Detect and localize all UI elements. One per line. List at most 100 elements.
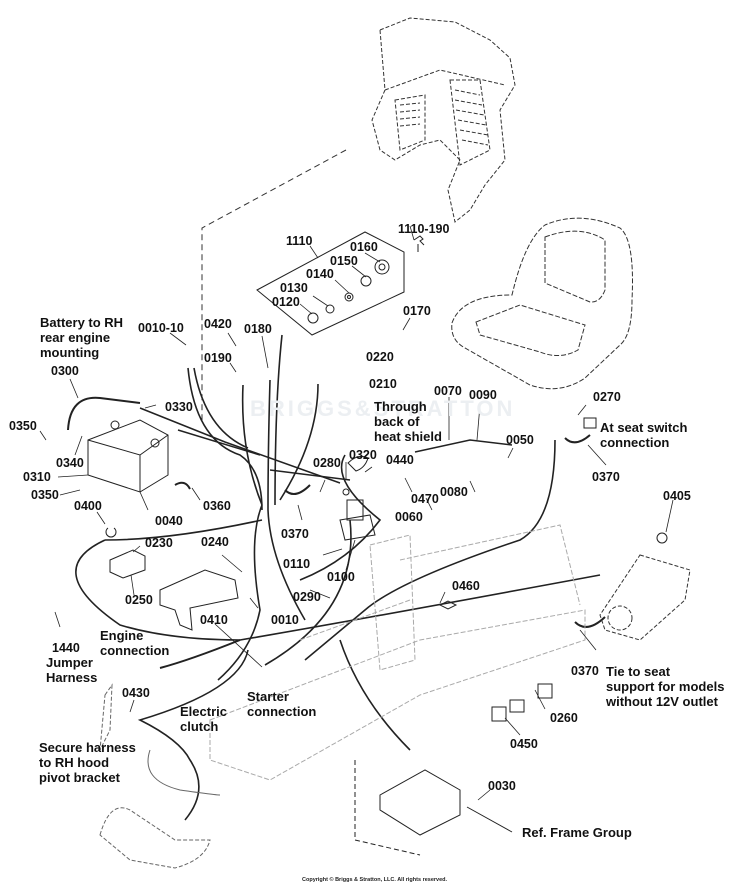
part-label-0070[interactable]: 0070	[434, 384, 462, 398]
battery-drawing	[67, 396, 341, 493]
note-jumper-harness: Jumper Harness	[46, 655, 97, 685]
note-line: Engine	[100, 628, 144, 643]
part-label-0160[interactable]: 0160	[350, 240, 378, 254]
note-line: Tie to seat	[606, 664, 671, 679]
copyright-notice: Copyright © Briggs & Stratton, LLC. All …	[302, 877, 448, 883]
note-engine-connection: Engine connection	[100, 628, 169, 658]
note-line: mounting	[40, 345, 100, 360]
part-label-0260[interactable]: 0260	[550, 711, 578, 725]
part-label-0250[interactable]: 0250	[125, 593, 153, 607]
note-line: Battery to RH	[40, 315, 124, 330]
part-label-0280[interactable]: 0280	[313, 456, 341, 470]
part-label-0310[interactable]: 0310	[23, 470, 51, 484]
frame-drawing	[209, 524, 586, 781]
bracket-drawing	[105, 417, 668, 631]
part-label-0270[interactable]: 0270	[593, 390, 621, 404]
seat-drawing	[451, 217, 633, 390]
part-label-0040[interactable]: 0040	[155, 514, 183, 528]
note-line: connection	[247, 704, 317, 719]
part-label-0240[interactable]: 0240	[201, 535, 229, 549]
part-label-0110[interactable]: 0110	[283, 557, 311, 571]
leader-lines	[39, 225, 674, 801]
part-label-0340[interactable]: 0340	[56, 456, 84, 470]
part-label-0120[interactable]: 0120	[272, 295, 300, 309]
note-tie-to-seat: Tie to seat support for models without 1…	[606, 664, 724, 709]
frame-group-bracket-drawing	[354, 760, 513, 856]
note-line: connection	[600, 435, 670, 450]
note-line: Through	[374, 399, 427, 414]
part-label-1110[interactable]: 1110	[286, 234, 313, 248]
part-label-0050[interactable]: 0050	[506, 433, 534, 447]
note-line: Electric	[180, 704, 227, 719]
part-label-0060[interactable]: 0060	[395, 510, 423, 524]
part-label-0370-seat[interactable]: 0370	[592, 470, 620, 484]
part-label-0150[interactable]: 0150	[330, 254, 358, 268]
part-label-0400[interactable]: 0400	[74, 499, 102, 513]
part-label-0220[interactable]: 0220	[366, 350, 394, 364]
note-electric-clutch: Electric clutch	[180, 704, 227, 734]
note-starter-connection: Starter connection	[247, 689, 316, 719]
brand-watermark: BRIGGS&STRATTON	[250, 396, 516, 421]
note-line: Ref. Frame Group	[522, 825, 632, 840]
part-label-0330[interactable]: 0330	[165, 400, 193, 414]
solenoid-drawing	[339, 455, 376, 541]
note-line: heat shield	[374, 429, 442, 444]
part-label-0290[interactable]: 0290	[293, 590, 321, 604]
part-label-0010-10[interactable]: 0010-10	[138, 321, 184, 335]
note-line: Secure harness	[39, 740, 136, 755]
part-label-0230[interactable]: 0230	[145, 536, 173, 550]
hood-bracket-drawing	[99, 683, 211, 869]
part-label-0350-bottom[interactable]: 0350	[31, 488, 59, 502]
note-line: support for models	[606, 679, 725, 694]
note-line: without 12V outlet	[606, 694, 718, 709]
part-label-0170[interactable]: 0170	[403, 304, 431, 318]
part-label-0190[interactable]: 0190	[204, 351, 232, 365]
part-label-0090[interactable]: 0090	[469, 388, 497, 402]
note-line: rear engine	[40, 330, 111, 345]
note-ref-frame-group[interactable]: Ref. Frame Group	[522, 825, 632, 840]
part-label-0080[interactable]: 0080	[440, 485, 468, 499]
part-label-0180[interactable]: 0180	[244, 322, 272, 336]
note-line: Starter	[247, 689, 289, 704]
note-secure-harness: Secure harness to RH hood pivot bracket	[39, 740, 136, 785]
note-line: Harness	[46, 670, 98, 685]
note-seat-switch: At seat switch connection	[600, 420, 687, 450]
wiring-harness-drawing	[75, 334, 601, 821]
part-label-0430[interactable]: 0430	[122, 686, 150, 700]
note-line: back of	[374, 414, 420, 429]
part-label-0360[interactable]: 0360	[203, 499, 231, 513]
part-label-0140[interactable]: 0140	[306, 267, 334, 281]
note-battery-mounting: Battery to RH rear engine mounting	[40, 315, 123, 360]
part-label-0320[interactable]: 0320	[349, 448, 377, 462]
note-line: Jumper	[46, 655, 93, 670]
part-label-0370-solenoid[interactable]: 0370	[281, 527, 309, 541]
part-label-0450[interactable]: 0450	[510, 737, 538, 751]
dash-housing-drawing	[371, 17, 516, 223]
part-label-1440[interactable]: 1440	[52, 641, 80, 655]
part-label-0300[interactable]: 0300	[51, 364, 79, 378]
part-label-0030[interactable]: 0030	[488, 779, 516, 793]
note-line: pivot bracket	[39, 770, 120, 785]
part-label-0470[interactable]: 0470	[411, 492, 439, 506]
part-label-0210[interactable]: 0210	[369, 377, 397, 391]
part-label-0420[interactable]: 0420	[204, 317, 232, 331]
part-label-0440[interactable]: 0440	[386, 453, 414, 467]
connector-drawing	[491, 683, 553, 722]
note-line: clutch	[180, 719, 219, 734]
part-label-0010[interactable]: 0010	[271, 613, 299, 627]
note-line: to RH hood	[39, 755, 110, 770]
part-label-0410[interactable]: 0410	[200, 613, 228, 627]
part-label-0370-outlet[interactable]: 0370	[571, 664, 599, 678]
part-label-0350-top[interactable]: 0350	[9, 419, 37, 433]
part-label-1110-190[interactable]: 1110-190	[398, 222, 450, 236]
note-heat-shield: Through back of heat shield	[374, 399, 442, 444]
part-label-0405[interactable]: 0405	[663, 489, 691, 503]
part-label-0100[interactable]: 0100	[327, 570, 355, 584]
note-line: At seat switch	[600, 420, 688, 435]
part-label-0460[interactable]: 0460	[452, 579, 480, 593]
part-label-0130[interactable]: 0130	[280, 281, 308, 295]
outlet-housing-drawing	[599, 554, 691, 641]
note-line: connection	[100, 643, 170, 658]
